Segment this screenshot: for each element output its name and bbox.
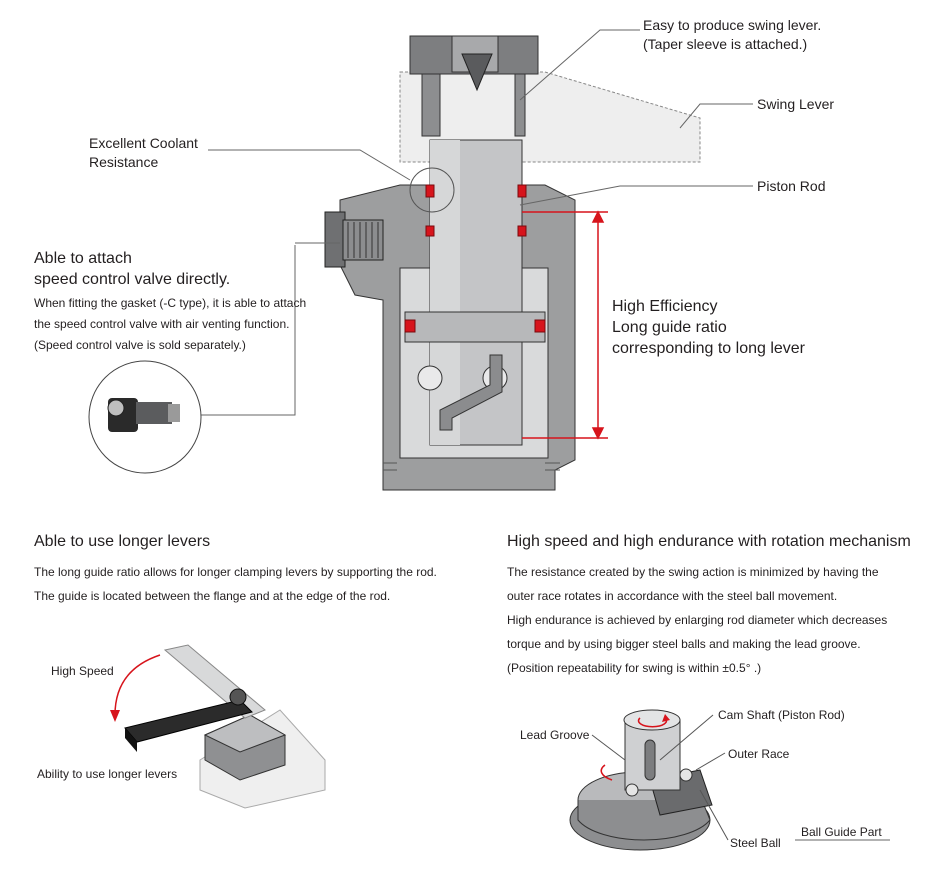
cam-shaft-label: Cam Shaft (Piston Rod) [718, 708, 845, 722]
efficiency-callout: High Efficiency Long guide ratio corresp… [612, 296, 805, 359]
longer-levers-label: Ability to use longer levers [37, 767, 178, 781]
piston-flange [404, 311, 546, 343]
outer-race-label: Outer Race [728, 747, 790, 761]
left-desc1: The long guide ratio allows for longer c… [34, 565, 437, 579]
right-desc2: outer race rotates in accordance with th… [507, 589, 838, 603]
coolant-callout: Excellent Coolant Resistance [89, 134, 198, 172]
coolant-line1: Excellent Coolant [89, 135, 198, 151]
ball-guide-label: Ball Guide Part [801, 825, 882, 839]
coolant-line2: Resistance [89, 154, 159, 170]
seal-flange-right [534, 319, 546, 333]
taper-sleeve [421, 73, 441, 137]
seal-top-left [425, 184, 435, 198]
easy-swing-callout: Easy to produce swing lever. (Taper slee… [643, 16, 821, 54]
speed-control-desc2: the speed control valve with air venting… [34, 317, 290, 331]
high-speed-label: High Speed [51, 664, 114, 678]
efficiency-line1: High Efficiency [612, 298, 718, 315]
seal-flange-left [404, 319, 416, 333]
right-desc5: (Position repeatability for swing is wit… [507, 661, 762, 675]
speed-control-desc: When fitting the gasket (-C type), it is… [34, 293, 306, 356]
speed-control-line2: speed control valve directly. [34, 271, 231, 288]
easy-swing-line2: (Taper sleeve is attached.) [643, 36, 808, 52]
speed-control-heading: Able to attach speed control valve direc… [34, 248, 230, 290]
easy-swing-line1: Easy to produce swing lever. [643, 17, 822, 33]
speed-control-desc1: When fitting the gasket (-C type), it is… [34, 296, 307, 310]
seal-mid-right [517, 225, 527, 237]
piston-rod-label: Piston Rod [757, 178, 826, 194]
efficiency-line3: corresponding to long lever [612, 340, 806, 357]
speed-control-line1: Able to attach [34, 250, 132, 267]
right-desc4: torque and by using bigger steel balls a… [507, 637, 861, 651]
right-section-desc: The resistance created by the swing acti… [507, 560, 887, 680]
right-section-title: High speed and high endurance with rotat… [507, 533, 911, 550]
left-desc2: The guide is located between the flange … [34, 589, 391, 603]
swing-lever-label: Swing Lever [757, 96, 835, 112]
speed-control-desc3: (Speed control valve is sold separately.… [34, 338, 246, 352]
lead-groove-label: Lead Groove [520, 728, 590, 742]
cam-groove [439, 354, 503, 431]
efficiency-line2: Long guide ratio [612, 319, 727, 336]
left-section-desc: The long guide ratio allows for longer c… [34, 560, 437, 608]
right-desc3: High endurance is achieved by enlarging … [507, 613, 888, 627]
steel-ball-label: Steel Ball [730, 836, 781, 850]
seal-top-right [517, 184, 527, 198]
coolant-highlight-circle [409, 167, 455, 213]
steel-ball-left [417, 365, 443, 391]
left-section-title: Able to use longer levers [34, 533, 211, 550]
seal-mid-left [425, 225, 435, 237]
right-desc1: The resistance created by the swing acti… [507, 565, 879, 579]
